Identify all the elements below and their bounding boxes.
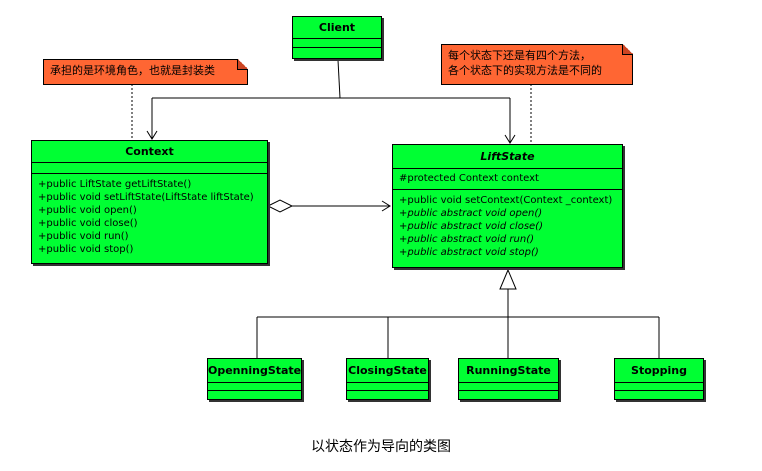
abstract-method-line: +public abstract void open() xyxy=(399,208,543,219)
context-class[interactable]: Context +public LiftState getLiftState()… xyxy=(31,140,268,264)
openning-state-name: OpenningState xyxy=(208,359,301,383)
liftstate-attributes: #protected Context context xyxy=(393,169,622,190)
context-class-name: Context xyxy=(32,141,267,163)
note-fold-corner xyxy=(622,44,633,55)
openning-state-attributes xyxy=(208,383,301,391)
liftstate-class-name: LiftState xyxy=(393,145,622,169)
client-to-liftstate-arrowhead xyxy=(504,134,516,144)
closing-state-methods xyxy=(347,391,428,399)
openning-state-class[interactable]: OpenningState xyxy=(207,358,302,400)
liftstate-class[interactable]: LiftState #protected Context context +pu… xyxy=(392,144,623,268)
liftstate-methods: +public void setContext(Context _context… xyxy=(393,190,622,259)
diagram-caption: 以状态作为导向的类图 xyxy=(311,439,451,455)
method-line: +public void open() xyxy=(38,205,137,216)
closing-state-class[interactable]: ClosingState xyxy=(346,358,429,400)
context-note-text: 承担的是环境角色，也就是封装类 xyxy=(50,64,215,77)
client-to-context-arrowhead xyxy=(146,130,158,140)
client-association-line xyxy=(337,59,341,99)
liftstate-note: 每个状态下还是有四个方法， 各个状态下的实现方法是不同的 xyxy=(441,44,633,85)
client-attributes xyxy=(293,39,381,48)
method-line: +public void setLiftState(LiftState lift… xyxy=(38,192,254,203)
running-state-methods xyxy=(459,391,558,399)
client-methods xyxy=(293,48,381,58)
aggregation-arrowhead xyxy=(381,200,391,212)
method-line: +public void run() xyxy=(38,231,129,242)
closing-state-name: ClosingState xyxy=(347,359,428,383)
client-class[interactable]: Client xyxy=(292,16,382,59)
stopping-methods xyxy=(615,391,703,399)
running-state-name: RunningState xyxy=(459,359,558,383)
stopping-name: Stopping xyxy=(615,359,703,383)
method-line: +public void stop() xyxy=(38,244,134,255)
running-state-attributes xyxy=(459,383,558,391)
stopping-attributes xyxy=(615,383,703,391)
method-line: +public LiftState getLiftState() xyxy=(38,179,192,190)
running-state-class[interactable]: RunningState xyxy=(458,358,559,400)
abstract-method-line: +public abstract void stop() xyxy=(399,247,539,258)
note-fold-corner xyxy=(237,59,248,70)
liftstate-note-line2: 各个状态下的实现方法是不同的 xyxy=(448,64,602,77)
context-methods: +public LiftState getLiftState() +public… xyxy=(32,174,267,256)
method-line: +public void close() xyxy=(38,218,138,229)
closing-state-attributes xyxy=(347,383,428,391)
aggregation-diamond xyxy=(266,199,294,213)
method-line: +public void setContext(Context _context… xyxy=(399,195,613,206)
stopping-class[interactable]: Stopping xyxy=(614,358,704,400)
abstract-method-line: +public abstract void run() xyxy=(399,234,535,245)
client-class-name: Client xyxy=(293,17,381,39)
context-note: 承担的是环境角色，也就是封装类 xyxy=(43,59,248,85)
abstract-method-line: +public abstract void close() xyxy=(399,221,543,232)
generalization-triangle xyxy=(499,268,517,290)
context-attributes xyxy=(32,163,267,174)
openning-state-methods xyxy=(208,391,301,399)
attribute-line: #protected Context context xyxy=(399,173,539,184)
liftstate-note-line1: 每个状态下还是有四个方法， xyxy=(448,49,591,62)
